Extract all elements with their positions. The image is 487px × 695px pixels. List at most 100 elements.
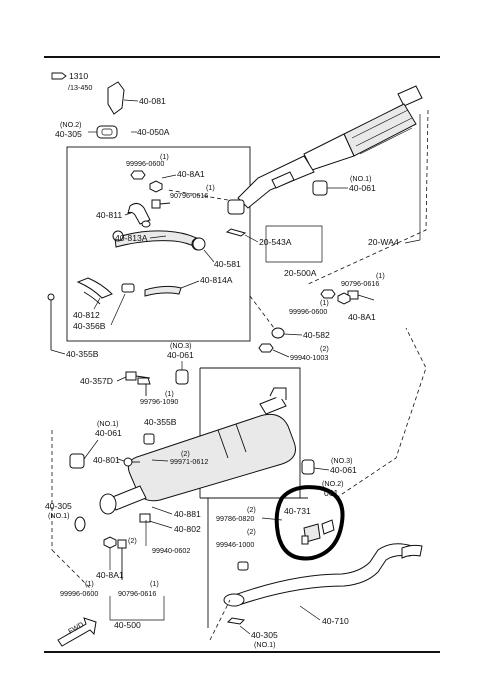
pin-40-355b-left xyxy=(47,293,55,350)
label-20-543a: 20-543A xyxy=(259,237,292,247)
guide-lower-left xyxy=(51,430,93,591)
label-40-8a1-top: 40-8A1 xyxy=(177,169,205,179)
header-ref-sub: /13-450 xyxy=(68,83,92,92)
label-99796-1090-q: (1) xyxy=(165,389,174,398)
front-pipe xyxy=(227,155,315,215)
hanger-rubber-40-061-no3 xyxy=(175,369,189,385)
label-40-355b-mid: 40-355B xyxy=(144,417,177,427)
bracket-40-081 xyxy=(107,81,139,115)
forward-arrow-icon: FWD xyxy=(57,617,97,647)
label-90796-right: 90796-0616 xyxy=(341,279,379,288)
bolt-90796-right xyxy=(347,290,375,301)
label-99946-q: (2) xyxy=(247,527,256,536)
nut-99940-1003 xyxy=(258,343,274,353)
label-99796-1090: 99796-1090 xyxy=(140,397,178,406)
gasket-40-305-left xyxy=(74,516,86,532)
label-40-061-left-note: (NO.1) xyxy=(97,419,119,428)
label-40-061-no1: 40-061 xyxy=(349,183,376,193)
label-40-305-no2: 40-305 xyxy=(55,129,82,139)
spring-40-8a1 xyxy=(149,180,163,193)
hanger-40-812 xyxy=(76,277,135,305)
guide-mid xyxy=(249,295,275,329)
label-99971-q: (2) xyxy=(181,449,190,458)
gasket-20-543a xyxy=(225,228,247,237)
label-90796-bottom-q: (1) xyxy=(150,579,159,588)
label-40-061-no2b-note: (NO.2) xyxy=(322,479,344,488)
label-20-500a: 20-500A xyxy=(284,268,317,278)
gasket-40-582 xyxy=(271,327,285,339)
label-40-731: 40-731 xyxy=(284,506,311,516)
label-99996-right: 99996-0600 xyxy=(289,307,327,316)
gasket-40-305-no2 xyxy=(88,125,118,139)
washer-99946-1000 xyxy=(237,561,249,571)
label-90796-top: 90796-0616 xyxy=(170,191,208,200)
spring-40-8a1-right xyxy=(337,292,351,305)
label-40-050a: 40-050A xyxy=(137,127,170,137)
label-40-582: 40-582 xyxy=(303,330,330,340)
label-40-061-no3: 40-061 xyxy=(167,350,194,360)
muffler-group-box xyxy=(199,367,301,499)
label-40-802: 40-802 xyxy=(174,524,201,534)
label-40-305-left-note: (NO.1) xyxy=(48,511,70,520)
label-40-305-bottom: 40-305 xyxy=(251,630,278,640)
hanger-40-814a xyxy=(144,285,182,297)
label-20-wa4: 20-WA4 xyxy=(368,237,399,247)
pin-40-355b-mid xyxy=(143,433,155,445)
highlight-circle xyxy=(274,485,345,561)
bracket-40-731 xyxy=(301,519,335,545)
bracket-40-500 xyxy=(109,596,165,621)
nut-99996-right xyxy=(320,289,336,299)
label-90796-right-q: (1) xyxy=(376,271,385,280)
label-40-305-left: 40-305 xyxy=(45,501,72,511)
label-99996-0600-q: (1) xyxy=(160,152,169,161)
bolt-99796-1090 xyxy=(137,377,151,385)
label-40-061-no1-note: (NO.1) xyxy=(350,174,372,183)
label-99996-0600: 99996-0600 xyxy=(126,159,164,168)
bracket-20-500a xyxy=(265,225,323,262)
reference-pointer-icon xyxy=(51,72,67,80)
hanger-rubber-40-061-left xyxy=(69,453,85,469)
hanger-rubber-40-061-no1 xyxy=(312,180,328,196)
catalytic-converter xyxy=(303,85,423,171)
label-40-801: 40-801 xyxy=(93,455,120,465)
label-40-812: 40-812 xyxy=(73,310,100,320)
header-ref-code: 1310 xyxy=(69,71,88,81)
label-40-811: 40-811 xyxy=(96,210,122,220)
label-99786-q: (2) xyxy=(247,505,256,514)
bolt-90796-bottom xyxy=(117,539,127,580)
gasket-40-305-bottom xyxy=(226,617,246,625)
label-90796-top-q: (1) xyxy=(206,183,215,192)
gasket-40-581 xyxy=(192,237,206,251)
label-99996-right-q: (1) xyxy=(320,298,329,307)
label-40-8a1-right: 40-8A1 xyxy=(348,312,376,322)
label-40-813a: 40-813A xyxy=(115,233,148,243)
label-40-500: 40-500 xyxy=(114,620,141,630)
label-99996-bottom: 99996-0600 xyxy=(60,589,98,598)
label-90796-bottom: 90796-0616 xyxy=(118,589,156,598)
tail-pipe-group-box xyxy=(207,497,308,628)
label-99940-1003: 99940-1003 xyxy=(290,353,328,362)
label-99971: 99971-0612 xyxy=(170,457,208,466)
label-99940-1003-q: (2) xyxy=(320,344,329,353)
label-99786: 99786-0820 xyxy=(216,514,254,523)
bolt-40-801 xyxy=(123,457,140,467)
guide-upper-right xyxy=(305,109,429,286)
spring-40-8a1-bottom xyxy=(103,536,117,549)
label-40-061-no3b: 40-061 xyxy=(330,465,357,475)
label-40-814a: 40-814A xyxy=(200,275,233,285)
pipe-40-811 xyxy=(127,202,151,228)
label-40-061-no3b-note: (NO.3) xyxy=(331,456,353,465)
guide-lower-right xyxy=(335,327,427,499)
label-99946: 99946-1000 xyxy=(216,540,254,549)
guide-lower-mid xyxy=(209,599,231,641)
label-40-081: 40-081 xyxy=(139,96,166,106)
label-40-881: 40-881 xyxy=(174,509,201,519)
bolt-90796-0616 xyxy=(151,199,171,209)
label-40-305-no2-note: (NO.2) xyxy=(60,120,82,129)
label-40-355b-left: 40-355B xyxy=(66,349,99,359)
label-40-581: 40-581 xyxy=(214,259,241,269)
label-40-356b: 40-356B xyxy=(73,321,106,331)
label-99940-0602: 99940-0602 xyxy=(152,546,190,555)
